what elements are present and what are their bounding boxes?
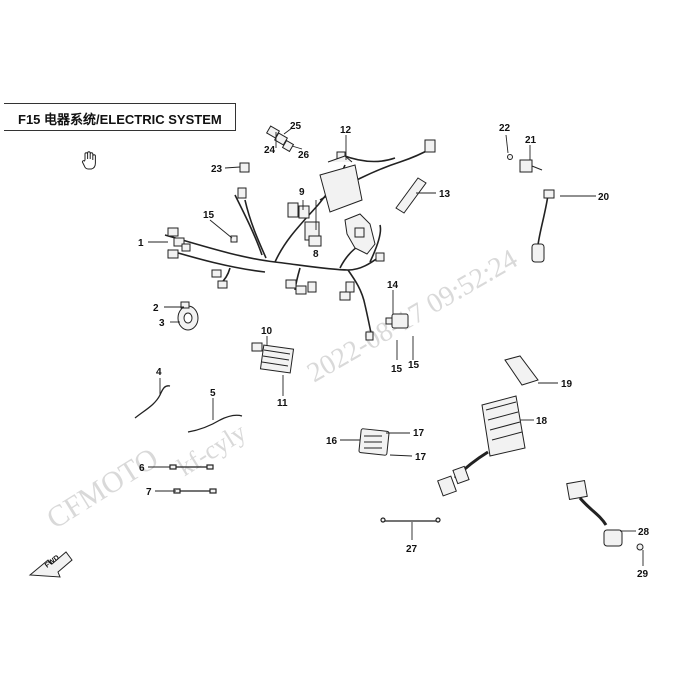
callout-29: 29 bbox=[637, 569, 649, 580]
callout-18: 18 bbox=[536, 416, 548, 427]
callout-13: 13 bbox=[439, 189, 451, 200]
lead-6 bbox=[169, 464, 214, 470]
fwd-arrow-icon bbox=[28, 551, 73, 578]
callout-10: 10 bbox=[261, 326, 273, 337]
diagram-title: F15 电器系统/ELECTRIC SYSTEM bbox=[18, 112, 222, 127]
callout-1: 1 bbox=[138, 238, 144, 249]
callout-6: 6 bbox=[139, 463, 145, 474]
leader-lines bbox=[148, 127, 644, 566]
insulation-pad bbox=[504, 355, 539, 386]
control-unit bbox=[358, 428, 390, 456]
fuse-relay-cluster bbox=[287, 202, 376, 255]
callout-15b: 15 bbox=[391, 364, 403, 375]
callout-28: 28 bbox=[638, 527, 650, 538]
cable-5 bbox=[187, 414, 243, 433]
callout-7: 7 bbox=[146, 487, 152, 498]
harness-connectors bbox=[167, 139, 436, 341]
callout-17b: 17 bbox=[415, 452, 427, 463]
sensor-20 bbox=[531, 189, 555, 263]
callout-8: 8 bbox=[313, 249, 319, 260]
callout-26: 26 bbox=[298, 150, 310, 161]
callout-19: 19 bbox=[561, 379, 573, 390]
callout-22: 22 bbox=[499, 123, 511, 134]
main-wiring-harness bbox=[164, 147, 433, 339]
rectifier bbox=[437, 395, 526, 497]
callout-9: 9 bbox=[299, 187, 305, 198]
voltage-regulator bbox=[251, 342, 295, 374]
cable-27 bbox=[380, 517, 441, 523]
callout-3: 3 bbox=[159, 318, 165, 329]
callout-17a: 17 bbox=[413, 428, 425, 439]
callout-numbers: 1 2 3 4 5 6 7 8 9 10 11 12 13 14 15 15 1… bbox=[138, 121, 650, 580]
callout-27: 27 bbox=[406, 544, 418, 555]
callout-21: 21 bbox=[525, 135, 537, 146]
cable-4 bbox=[134, 385, 171, 419]
callout-5: 5 bbox=[210, 388, 216, 399]
lead-7 bbox=[173, 488, 217, 494]
strap bbox=[395, 177, 427, 214]
horn bbox=[177, 301, 199, 331]
hand-cursor-icon bbox=[81, 151, 96, 170]
callout-20: 20 bbox=[598, 192, 610, 203]
callout-14: 14 bbox=[387, 280, 399, 291]
callout-24: 24 bbox=[264, 145, 276, 156]
callout-16: 16 bbox=[326, 436, 338, 447]
relay bbox=[385, 313, 409, 329]
callout-12: 12 bbox=[340, 125, 352, 136]
callout-25: 25 bbox=[290, 121, 302, 132]
sensor-21 bbox=[507, 154, 543, 173]
diagram-title-box: F15 电器系统/ELECTRIC SYSTEM bbox=[4, 103, 236, 131]
callout-15a: 15 bbox=[203, 210, 215, 221]
connector-23 bbox=[239, 162, 250, 173]
socket-assembly bbox=[566, 479, 644, 551]
callout-2: 2 bbox=[153, 303, 159, 314]
callout-4: 4 bbox=[156, 367, 162, 378]
callout-15c: 15 bbox=[408, 360, 420, 371]
callout-11: 11 bbox=[277, 398, 288, 409]
battery-box bbox=[319, 155, 363, 213]
callout-23: 23 bbox=[211, 164, 223, 175]
